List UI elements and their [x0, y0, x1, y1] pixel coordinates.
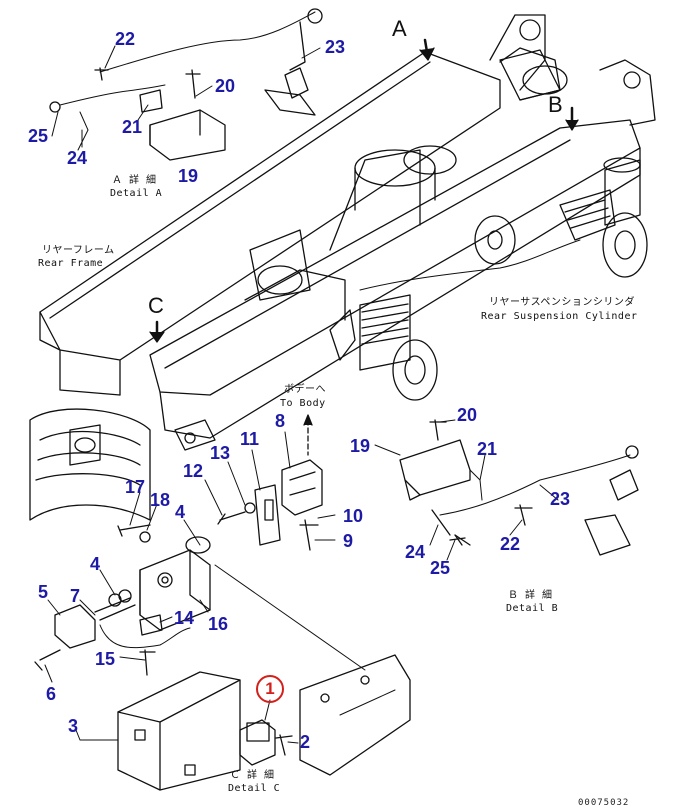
callout-10: 10 [343, 506, 364, 526]
callout-18: 18 [150, 490, 171, 510]
callout-19: 19 [178, 166, 199, 186]
callout-21: 21 [122, 117, 143, 137]
callout-4-upper: 4 [175, 502, 186, 522]
callout-20-detail-b: 20 [457, 405, 478, 425]
callout-5: 5 [38, 582, 49, 602]
callout-11: 11 [240, 429, 260, 449]
callout-14: 14 [174, 608, 195, 628]
view-letter-b: B [548, 92, 563, 117]
drawing-code: 00075032 [578, 798, 630, 808]
callout-6: 6 [46, 684, 57, 704]
callout-4-lower: 4 [90, 554, 101, 574]
callout-12: 12 [183, 461, 204, 481]
callout-16: 16 [208, 614, 229, 634]
detail-c-caption-jp: Ｃ 詳 細 [230, 770, 275, 781]
to-body-label-jp: ボデーへ [284, 384, 326, 395]
to-body-label-en: To Body [280, 398, 326, 409]
callout-25-detail-b: 25 [430, 558, 451, 578]
callout-3: 3 [68, 716, 79, 736]
rear-frame-label-en: Rear Frame [38, 258, 104, 269]
callout-9: 9 [343, 531, 354, 551]
callout-7: 7 [70, 586, 81, 606]
callout-22: 22 [115, 29, 136, 49]
callout-25: 25 [28, 126, 49, 146]
callout-22-detail-b: 22 [500, 534, 521, 554]
callout-24-detail-b: 24 [405, 542, 426, 562]
callout-19-detail-b: 19 [350, 436, 371, 456]
callout-8: 8 [275, 411, 286, 431]
callout-15: 15 [95, 649, 116, 669]
rear-frame-label-jp: リヤーフレーム [42, 245, 115, 256]
detail-a-drawing [49, 8, 323, 161]
rear-suspension-label-jp: リヤーサスペンションシリンダ [489, 297, 635, 308]
detail-b-caption-jp: Ｂ 詳 細 [508, 590, 553, 601]
callout-23: 23 [325, 37, 346, 57]
callout-20: 20 [215, 76, 236, 96]
mid-parts-drawing [34, 414, 411, 791]
detail-b-drawing [399, 419, 639, 556]
callout-23-detail-b: 23 [550, 489, 571, 509]
callout-17: 17 [125, 477, 146, 497]
highlight-callout-1: 1 [256, 675, 284, 703]
callout-2: 2 [300, 732, 311, 752]
callout-21-detail-b: 21 [477, 439, 498, 459]
rear-frame-drawing [29, 14, 656, 521]
detail-a-caption-jp: Ａ 詳 細 [112, 175, 157, 186]
callout-13: 13 [210, 443, 231, 463]
view-letter-a: A [392, 16, 407, 41]
rear-suspension-label-en: Rear Suspension Cylinder [481, 311, 638, 322]
leader-lines [44, 45, 559, 744]
detail-c-caption-en: Detail C [228, 783, 281, 794]
detail-b-caption-en: Detail B [506, 603, 559, 614]
callout-24: 24 [67, 148, 88, 168]
detail-a-caption-en: Detail A [110, 188, 163, 199]
view-letter-c: C [148, 293, 164, 318]
